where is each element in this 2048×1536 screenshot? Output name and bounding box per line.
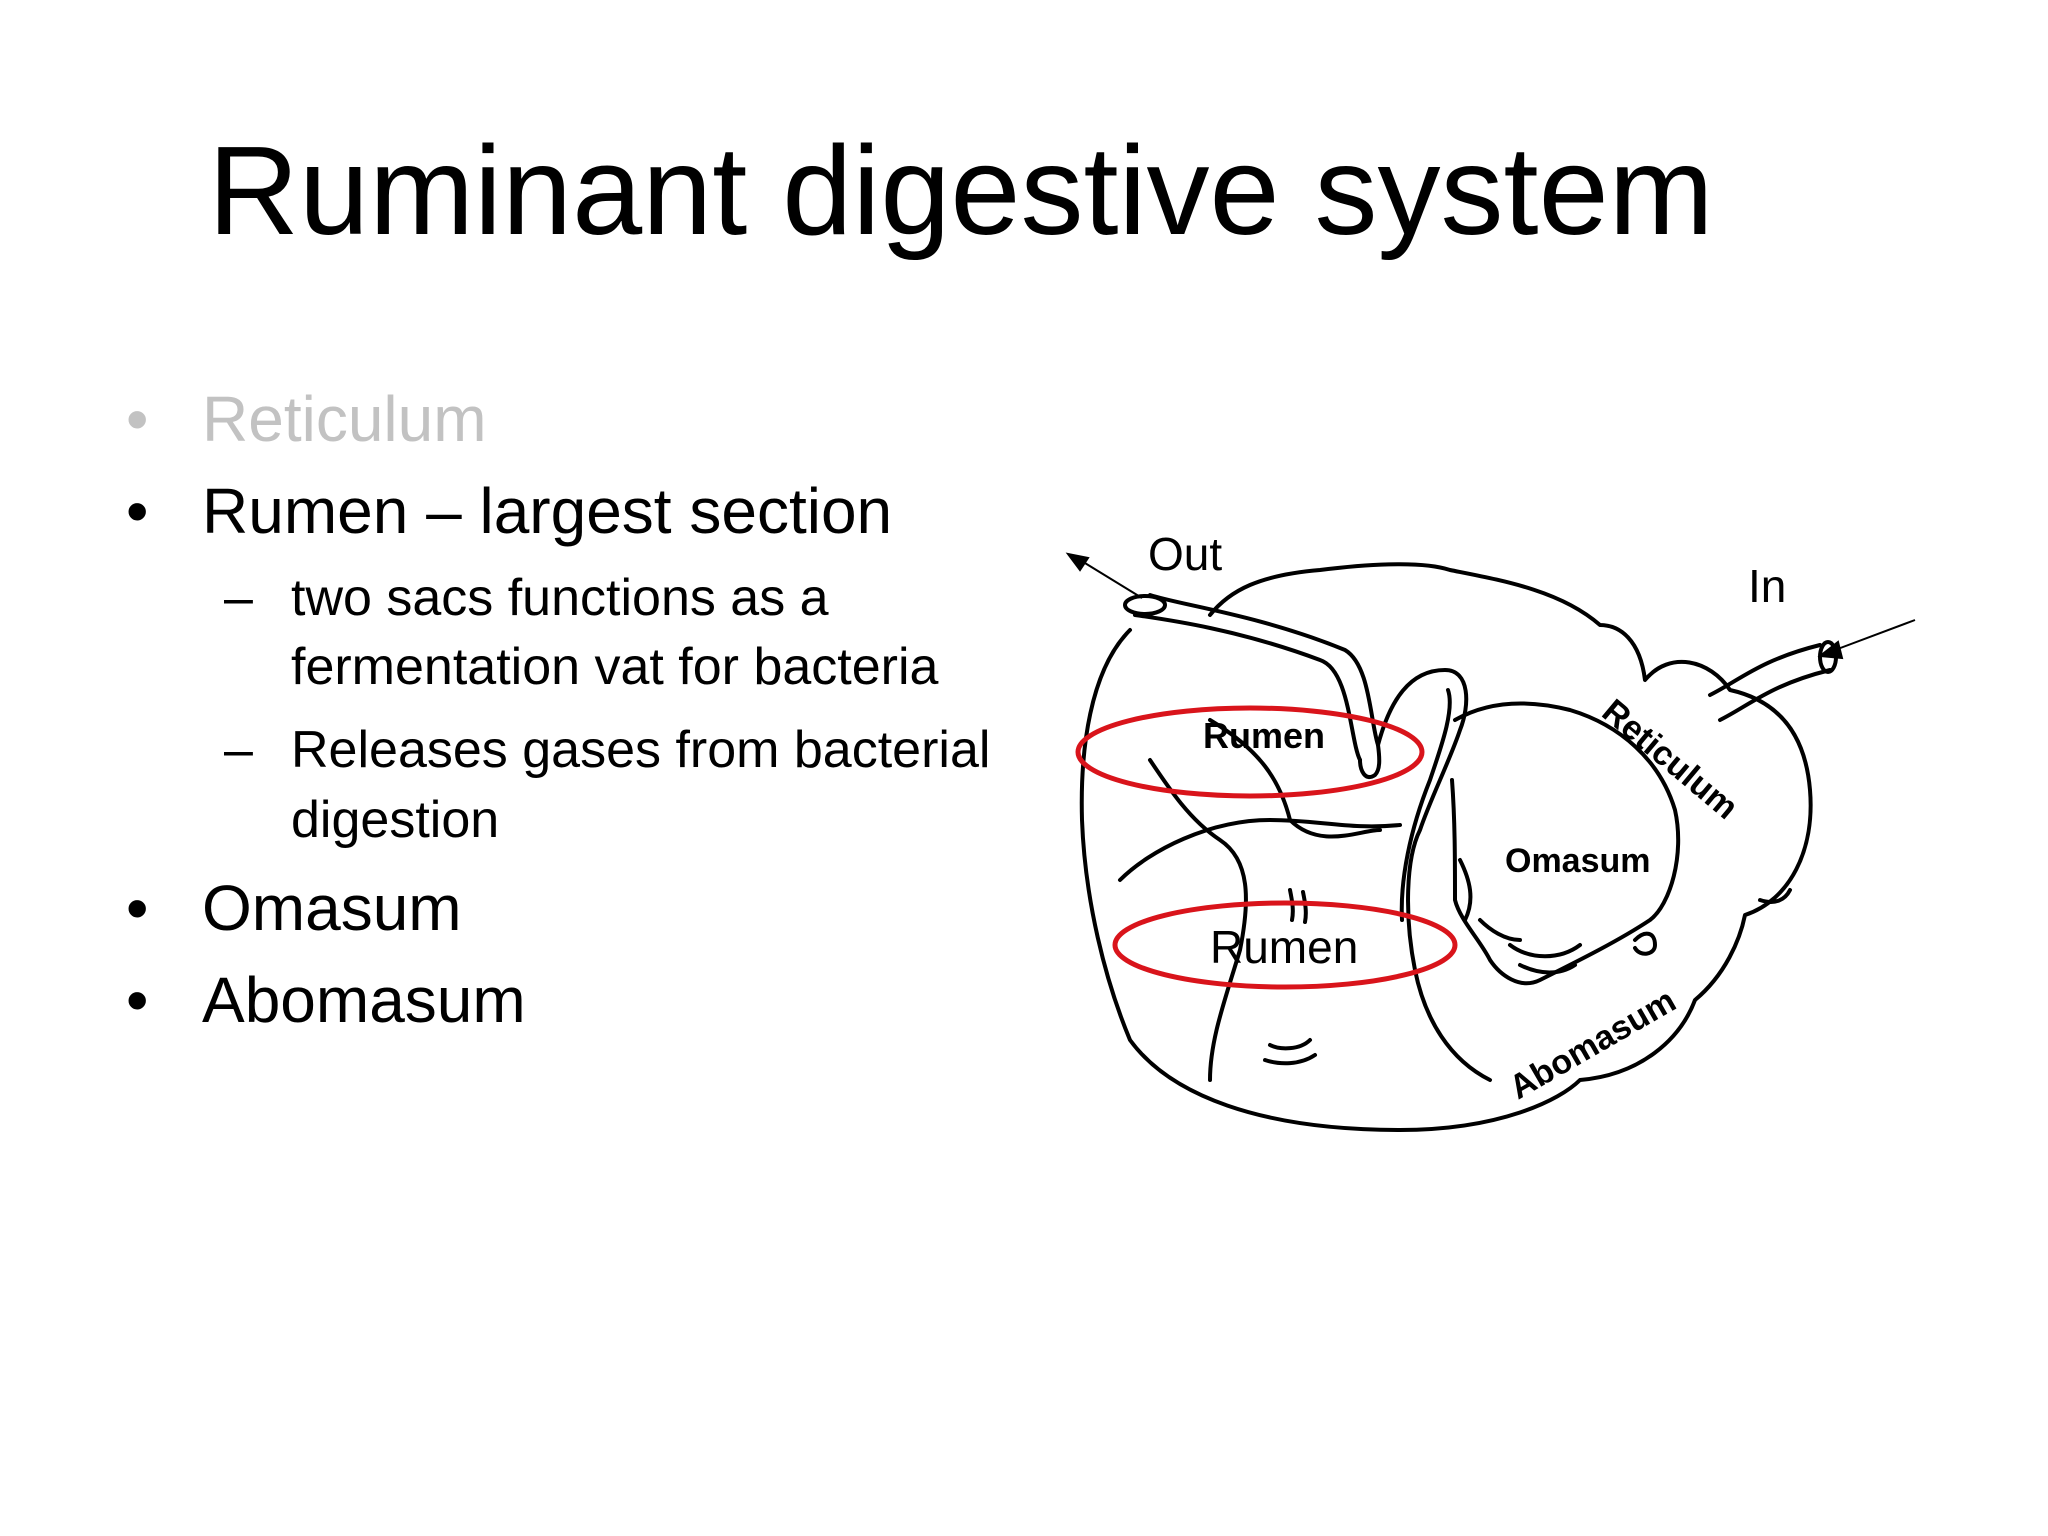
esophagus-tube <box>1708 643 1832 722</box>
stomach-diagram: Out In Rumen Rumen Omasum Reticulum Abom… <box>1060 520 1920 1140</box>
bullet-dot: • <box>126 475 149 548</box>
detail-marks <box>1263 888 1317 1066</box>
bullet-dot: • <box>126 383 149 455</box>
sub-bullet-label: Releases gases from bacterial digestion <box>291 721 991 849</box>
rumen-fold <box>1358 668 1492 1082</box>
bullet-dot: • <box>126 963 149 1036</box>
arrow-out-head <box>1065 552 1090 572</box>
label-reticulum: Reticulum <box>1595 692 1745 827</box>
outlet-opening <box>1123 594 1167 616</box>
highlight-rumen-lower <box>1112 900 1458 990</box>
label-omasum: Omasum <box>1505 842 1651 880</box>
arrow-in-head <box>1817 640 1844 660</box>
bullet-list: • Reticulum • Rumen – largest section – … <box>120 380 1020 1053</box>
bullet-reticulum: • Reticulum <box>120 380 1020 458</box>
stomach-outline <box>1079 562 1813 1132</box>
outlet-tube <box>1133 593 1380 762</box>
rumen-lower-curve <box>1118 818 1402 882</box>
label-rumen-upper: Rumen <box>1203 715 1325 756</box>
abomasum-pylorus <box>1633 931 1657 956</box>
label-abomasum: Abomasum <box>1503 981 1682 1106</box>
label-out: Out <box>1148 528 1222 580</box>
stomach-diagram-svg: Out In Rumen Rumen Omasum Reticulum Abom… <box>1065 528 1916 1132</box>
bullet-dot: • <box>126 871 149 944</box>
arrow-in-line <box>1834 619 1916 651</box>
bullet-omasum: • Omasum <box>120 869 1020 947</box>
bullet-label: Rumen – largest section <box>202 475 893 548</box>
label-in: In <box>1748 560 1786 612</box>
highlight-rumen-upper <box>1075 705 1425 799</box>
fold-inner <box>1399 688 1452 922</box>
arrow-out-line <box>1079 559 1143 599</box>
omasum-swirl <box>1508 943 1582 975</box>
bullet-label: Omasum <box>202 871 462 944</box>
bullet-rumen: • Rumen – largest section <box>120 472 1020 550</box>
sub-bullet-dash: – <box>224 721 253 780</box>
sub-bullet-label: two sacs functions as a fermentation vat… <box>291 569 939 697</box>
sub-bullet-gases: – Releases gases from bacterial digestio… <box>120 716 991 854</box>
bullet-label: Reticulum <box>202 383 487 455</box>
slide-title: Ruminant digestive system <box>208 120 1714 261</box>
omasum-outline <box>1450 701 1681 986</box>
sub-bullet-dash: – <box>224 569 253 628</box>
bullet-label: Abomasum <box>202 963 526 1036</box>
bullet-abomasum: • Abomasum <box>120 961 1020 1039</box>
rumen-divider <box>1148 718 1382 1082</box>
omasum-inner-fold <box>1458 858 1522 942</box>
reticulum-hook <box>1758 888 1792 904</box>
label-rumen-lower: Rumen <box>1210 921 1358 973</box>
sub-bullet-fermentation: – two sacs functions as a fermentation v… <box>120 564 991 702</box>
